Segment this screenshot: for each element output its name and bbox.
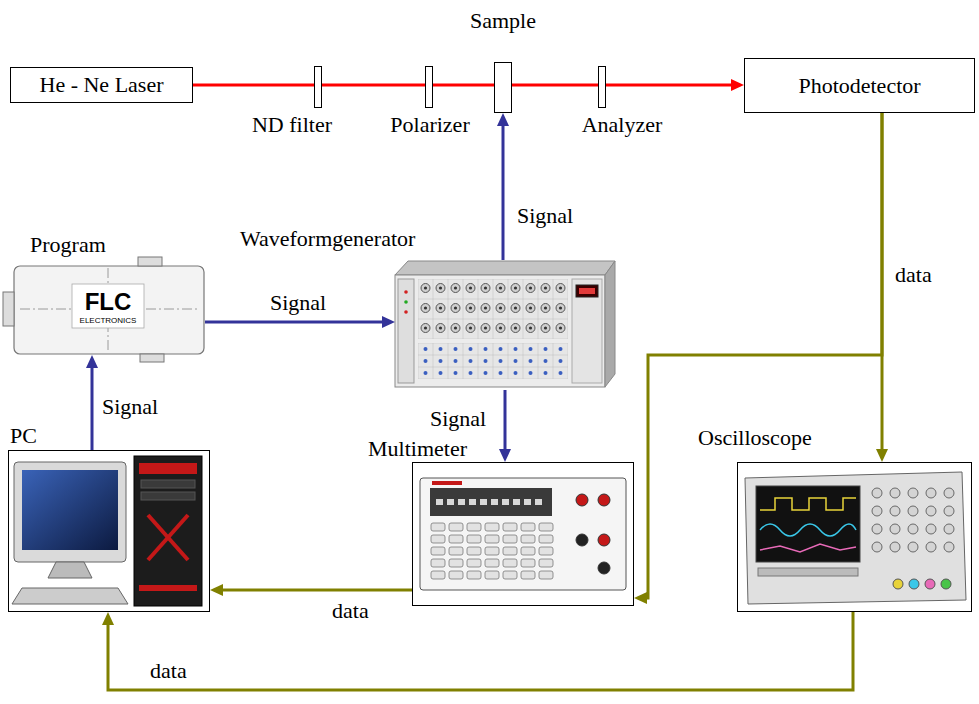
connector xyxy=(91,366,94,450)
logo-subtext: ELECTRONICS xyxy=(80,316,137,326)
arrow-head xyxy=(634,592,647,604)
arrow-head xyxy=(102,612,114,625)
node-label: Analyzer xyxy=(582,112,663,138)
waveform-generator: Waveformgenerator xyxy=(395,260,615,390)
connector xyxy=(433,84,494,87)
pc-illustration xyxy=(12,456,202,606)
multimeter-box: Multimeter xyxy=(412,462,634,606)
arrow-head xyxy=(382,316,395,328)
laser-box: He - Ne Laser xyxy=(10,67,193,103)
connector xyxy=(645,113,882,598)
optical-filter: Analyzer xyxy=(598,66,606,108)
arrow-head xyxy=(497,113,509,126)
arrow-head xyxy=(731,79,744,91)
node-label: He - Ne Laser xyxy=(40,72,164,98)
flc-program-unit xyxy=(3,257,204,362)
arrow-head xyxy=(210,584,223,596)
connector xyxy=(108,612,853,690)
node-label: Photodetector xyxy=(798,73,920,99)
node-label: Sample xyxy=(470,8,536,34)
connector xyxy=(193,84,314,87)
optical-filter: ND filter xyxy=(314,66,322,108)
edge-label: data xyxy=(148,658,189,684)
connector xyxy=(502,124,505,260)
multimeter-illustration xyxy=(420,478,626,590)
logo-text: FLC xyxy=(83,289,134,315)
arrow-head xyxy=(876,449,888,462)
node-label: Polarizer xyxy=(390,112,469,138)
edge-label: data xyxy=(330,598,371,624)
edge-label: Signal xyxy=(268,290,328,316)
connector xyxy=(504,390,507,451)
connector xyxy=(322,84,425,87)
edge-label: Signal xyxy=(515,203,575,229)
node-label: Waveformgenerator xyxy=(240,226,415,252)
sample-cell: Sample xyxy=(494,62,512,113)
optical-filter: Polarizer xyxy=(425,66,433,108)
connector xyxy=(221,589,412,592)
edge-label: Signal xyxy=(428,406,488,432)
program-unit: ProgramFLCELECTRONICS xyxy=(12,263,205,355)
oscilloscope-box: Oscilloscope xyxy=(737,462,972,612)
pc-box: PC xyxy=(8,450,210,612)
connector xyxy=(512,84,598,87)
connector xyxy=(205,321,384,324)
oscilloscope-illustration xyxy=(745,472,966,604)
node-label: Multimeter xyxy=(368,436,467,462)
node-label: Oscilloscope xyxy=(698,425,812,451)
edge-label: data xyxy=(893,262,934,288)
detector-box: Photodetector xyxy=(744,58,975,113)
waveform-generator-rack xyxy=(395,261,615,387)
edge-label: Signal xyxy=(100,394,160,420)
arrow-head xyxy=(86,355,98,368)
arrow-head xyxy=(499,449,511,462)
node-label: Program xyxy=(30,232,106,258)
connector xyxy=(606,84,733,87)
node-label: ND filter xyxy=(252,112,332,138)
node-label: PC xyxy=(10,423,37,449)
